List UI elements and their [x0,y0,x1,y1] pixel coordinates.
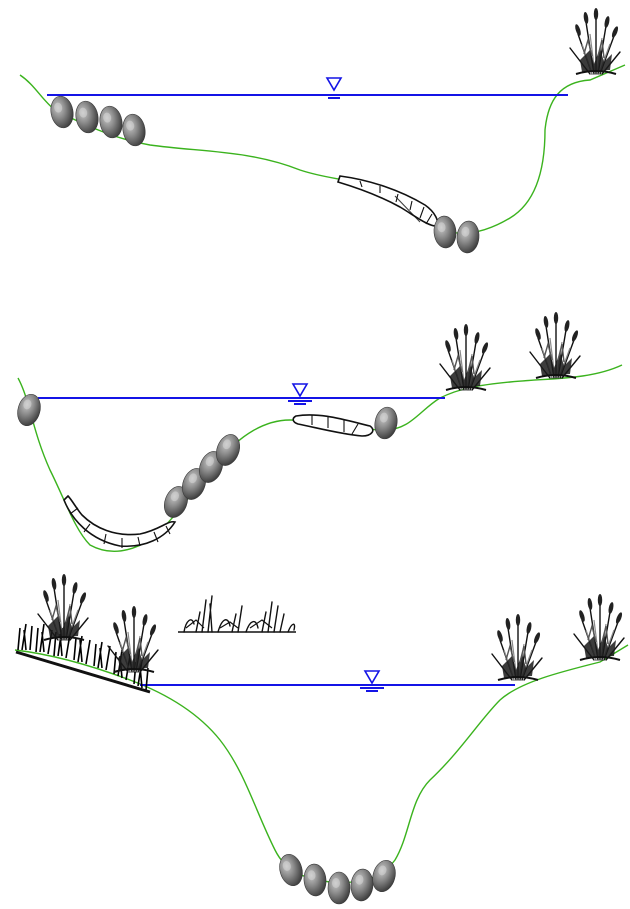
stone-right [371,404,401,442]
brushwood-log-bottom [63,494,177,548]
panel-bottom [14,573,629,905]
water-level-symbol [288,383,312,405]
brushwood-log [336,175,439,227]
stone-row-bottom [432,214,481,255]
riverbed-line [19,64,626,234]
reed-clump-left [37,573,89,641]
stone-row-left [47,93,149,149]
stone-row-slope [159,430,245,522]
grass-strip-left [15,623,151,694]
panel-middle [13,311,623,553]
reed-clump-right-2 [573,593,625,661]
reed-clump-right [569,7,621,75]
water-level-symbol [360,670,384,692]
panel-top [19,7,626,255]
plant-strip-top [178,595,296,633]
riverbed-line [17,364,623,553]
reed-clump-right [491,613,543,681]
stone-row-bottom [275,851,400,905]
water-level-symbol [322,77,346,99]
brushwood-log-upper [292,414,374,437]
reed-clump-right [529,311,581,379]
reed-clump-left [439,323,491,391]
